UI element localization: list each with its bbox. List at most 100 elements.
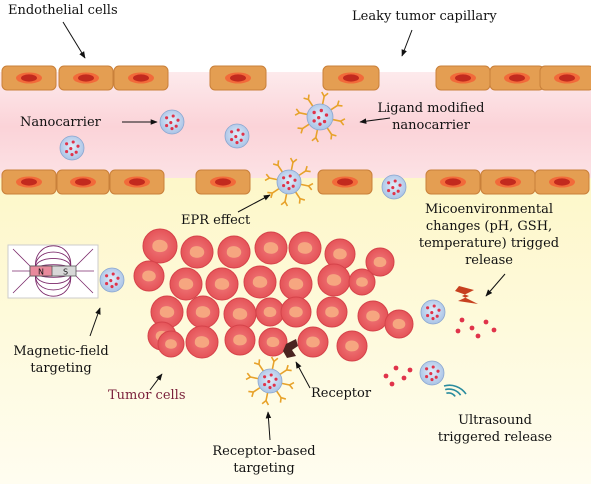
tumor-cell	[150, 295, 184, 329]
tumor-cell	[316, 296, 348, 328]
arrow-icon	[89, 307, 101, 337]
endothelial-cell	[1, 169, 57, 195]
endothelial-cell	[480, 169, 536, 195]
tumor-cell	[157, 330, 185, 358]
released-drug-dot	[491, 327, 497, 333]
nanocarrier	[159, 109, 185, 135]
released-drug-dot	[383, 373, 389, 379]
microenvironment-line-2: changes (pH, GSH,	[425, 219, 553, 234]
endothelial-cell	[425, 169, 481, 195]
tumor-cell	[254, 231, 288, 265]
ultrasound-line-1: Ultrasound	[458, 413, 532, 428]
endothelial-cell	[317, 169, 373, 195]
released-drug-dot	[401, 375, 407, 381]
nanocarrier	[99, 267, 125, 293]
receptor-based-line-1: Receptor-based	[212, 444, 316, 459]
magnetic-field-line-2: targeting	[30, 361, 92, 376]
endothelial-cell	[58, 65, 114, 91]
tumor-cell	[255, 297, 285, 327]
receptor-based-label: Receptor-based targeting	[199, 443, 329, 477]
ultrasound-wave-icon	[443, 384, 467, 397]
ligand-nanocarrier	[264, 157, 314, 207]
endothelial-cell	[209, 65, 267, 91]
nanocarrier-label: Nanocarrier	[20, 115, 101, 130]
endothelial-cell	[113, 65, 169, 91]
arrow-icon	[359, 117, 391, 124]
tumor-cell	[224, 324, 256, 356]
tumor-cell	[357, 300, 389, 332]
arrow-icon	[295, 361, 311, 389]
released-drug-dot	[455, 328, 461, 334]
magnet-north-pole: N	[38, 268, 44, 277]
microenvironment-line-1: Micoenvironmental	[424, 202, 554, 217]
tumor-cell	[348, 268, 376, 296]
tumor-cell	[258, 327, 288, 357]
magnet-south-pole: S	[63, 268, 68, 277]
tumor-cell	[185, 325, 219, 359]
endothelial-cell	[539, 65, 591, 91]
arrow-icon	[62, 21, 86, 59]
nanocarrier	[381, 174, 407, 200]
endothelial-cell	[435, 65, 491, 91]
nanocarrier	[420, 299, 446, 325]
endothelial-cell	[109, 169, 165, 195]
nanocarrier	[419, 360, 445, 386]
endothelial-cell	[534, 169, 590, 195]
nanocarrier	[224, 123, 250, 149]
ligand-nanocarrier	[245, 356, 295, 406]
ligand-modified-line-2: nanocarrier	[392, 118, 470, 133]
receptor-label: Receptor	[311, 386, 372, 401]
ligand-modified-label: Ligand modified nanocarrier	[372, 100, 490, 134]
released-drug-dot	[459, 317, 465, 323]
tumor-cell	[280, 296, 312, 328]
tumor-cell	[365, 247, 395, 277]
arrow-icon	[237, 194, 271, 213]
tumor-cell	[336, 330, 368, 362]
released-drug-dot	[393, 365, 399, 371]
tumor-cell	[243, 265, 277, 299]
tumor-cell	[279, 267, 313, 301]
endothelial-cell	[322, 65, 380, 91]
tumor-cell	[169, 267, 203, 301]
microenvironment-line-3: temperature) trigged	[418, 236, 560, 251]
nanocarrier	[59, 135, 85, 161]
released-drug-dot	[389, 381, 395, 387]
endothelial-cells-label: Endothelial cells	[8, 3, 118, 18]
tumor-cell	[297, 326, 329, 358]
tumor-cell	[288, 231, 322, 265]
arrow-icon	[401, 29, 413, 57]
ultrasound-line-2: triggered release	[437, 430, 553, 445]
arrow-icon	[265, 411, 272, 441]
endothelial-cell	[56, 169, 110, 195]
endothelial-cell	[1, 65, 57, 91]
microenvironment-line-4: release	[465, 253, 513, 268]
lightning-icon	[455, 286, 478, 304]
tumor-cell	[217, 235, 251, 269]
tumor-cell	[205, 267, 239, 301]
leaky-capillary-label: Leaky tumor capillary	[352, 9, 497, 24]
magnetic-field-line-1: Magnetic-field	[13, 344, 109, 359]
ultrasound-label: Ultrasound triggered release	[430, 412, 560, 446]
arrow-icon	[485, 273, 506, 297]
tumor-cell	[324, 238, 356, 270]
ligand-modified-line-1: Ligand modified	[377, 101, 485, 116]
tumor-cells-label: Tumor cells	[108, 388, 186, 403]
ligand-nanocarrier	[294, 91, 346, 143]
magnetic-field-label: Magnetic-field targeting	[6, 343, 116, 377]
tumor-cell	[133, 260, 165, 292]
receptor-based-line-2: targeting	[233, 461, 295, 476]
tumor-cell	[180, 235, 214, 269]
endothelial-cell	[195, 169, 251, 195]
endothelial-cell	[489, 65, 545, 91]
receptor-icon	[283, 339, 298, 358]
tumor-cell	[142, 228, 178, 264]
tumor-cell	[384, 309, 414, 339]
epr-effect-label: EPR effect	[181, 213, 251, 228]
tumor-cell	[186, 295, 220, 329]
arrow-icon	[149, 373, 163, 391]
released-drug-dot	[483, 319, 489, 325]
microenvironment-label: Micoenvironmental changes (pH, GSH, temp…	[404, 201, 574, 269]
